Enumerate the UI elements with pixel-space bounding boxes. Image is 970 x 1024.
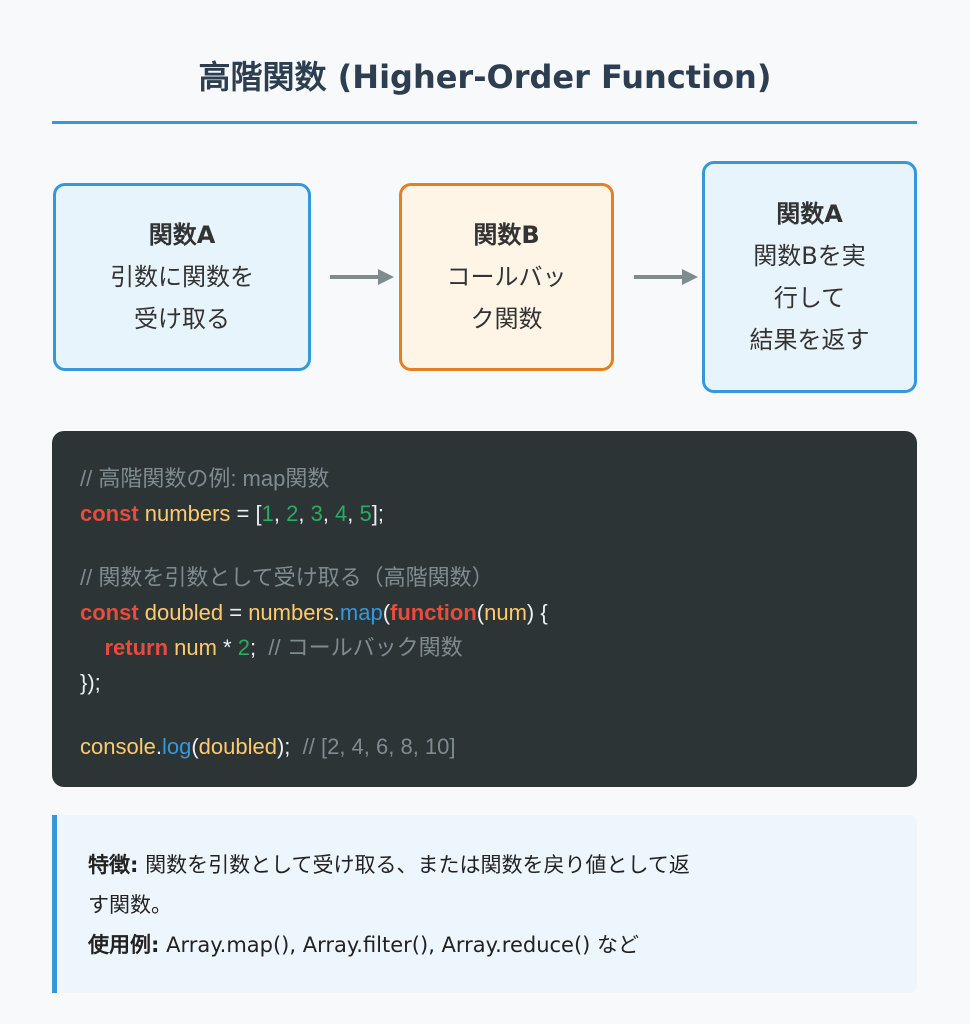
box-heading: 関数B [473,221,540,249]
code-block: // 高階関数の例: map関数 const numbers = [1, 2, … [52,431,917,787]
box-line: 関数Bを実 [753,242,866,270]
arrow-right-icon [330,269,394,285]
box-heading: 関数A [776,200,843,228]
flow-box-function-a: 関数A 引数に関数を 受け取る [53,183,311,371]
code-comment: // 高階関数の例: map関数 [80,466,330,491]
page-title: 高階関数 (Higher-Order Function) [198,58,772,96]
box-line: ク関数 [470,305,543,333]
code-line: console.log(doubled); // [2, 4, 6, 8, 10… [80,734,456,759]
box-line: 結果を返す [749,326,870,354]
box-heading: 関数A [148,221,216,249]
code-line: }); [80,670,101,695]
title-divider [52,121,917,124]
box-line: コールバッ [446,263,567,291]
info-callout: 特徴: 関数を引数として受け取る、または関数を戻り値として返 す関数。 使用例:… [52,815,917,993]
code-line: const numbers = [1, 2, 3, 4, 5]; [80,501,385,526]
flow-box-function-a-result: 関数A 関数Bを実 行して 結果を返す [702,161,917,393]
feature-description: 特徴: 関数を引数として受け取る、または関数を戻り値として返 [88,853,690,877]
code-comment: // 関数を引数として受け取る（高階関数） [80,565,494,590]
arrow-right-icon [634,269,698,285]
box-line: 行して [773,284,846,312]
flow-box-function-b: 関数B コールバッ ク関数 [399,183,614,371]
usage-examples: 使用例: Array.map(), Array.filter(), Array.… [88,933,640,957]
code-line: const doubled = numbers.map(function(num… [80,600,548,625]
box-line: 受け取る [134,305,230,333]
code-line: return num * 2; // コールバック関数 [104,635,463,660]
box-line: 引数に関数を [110,263,254,291]
feature-description-cont: す関数。 [88,893,172,917]
